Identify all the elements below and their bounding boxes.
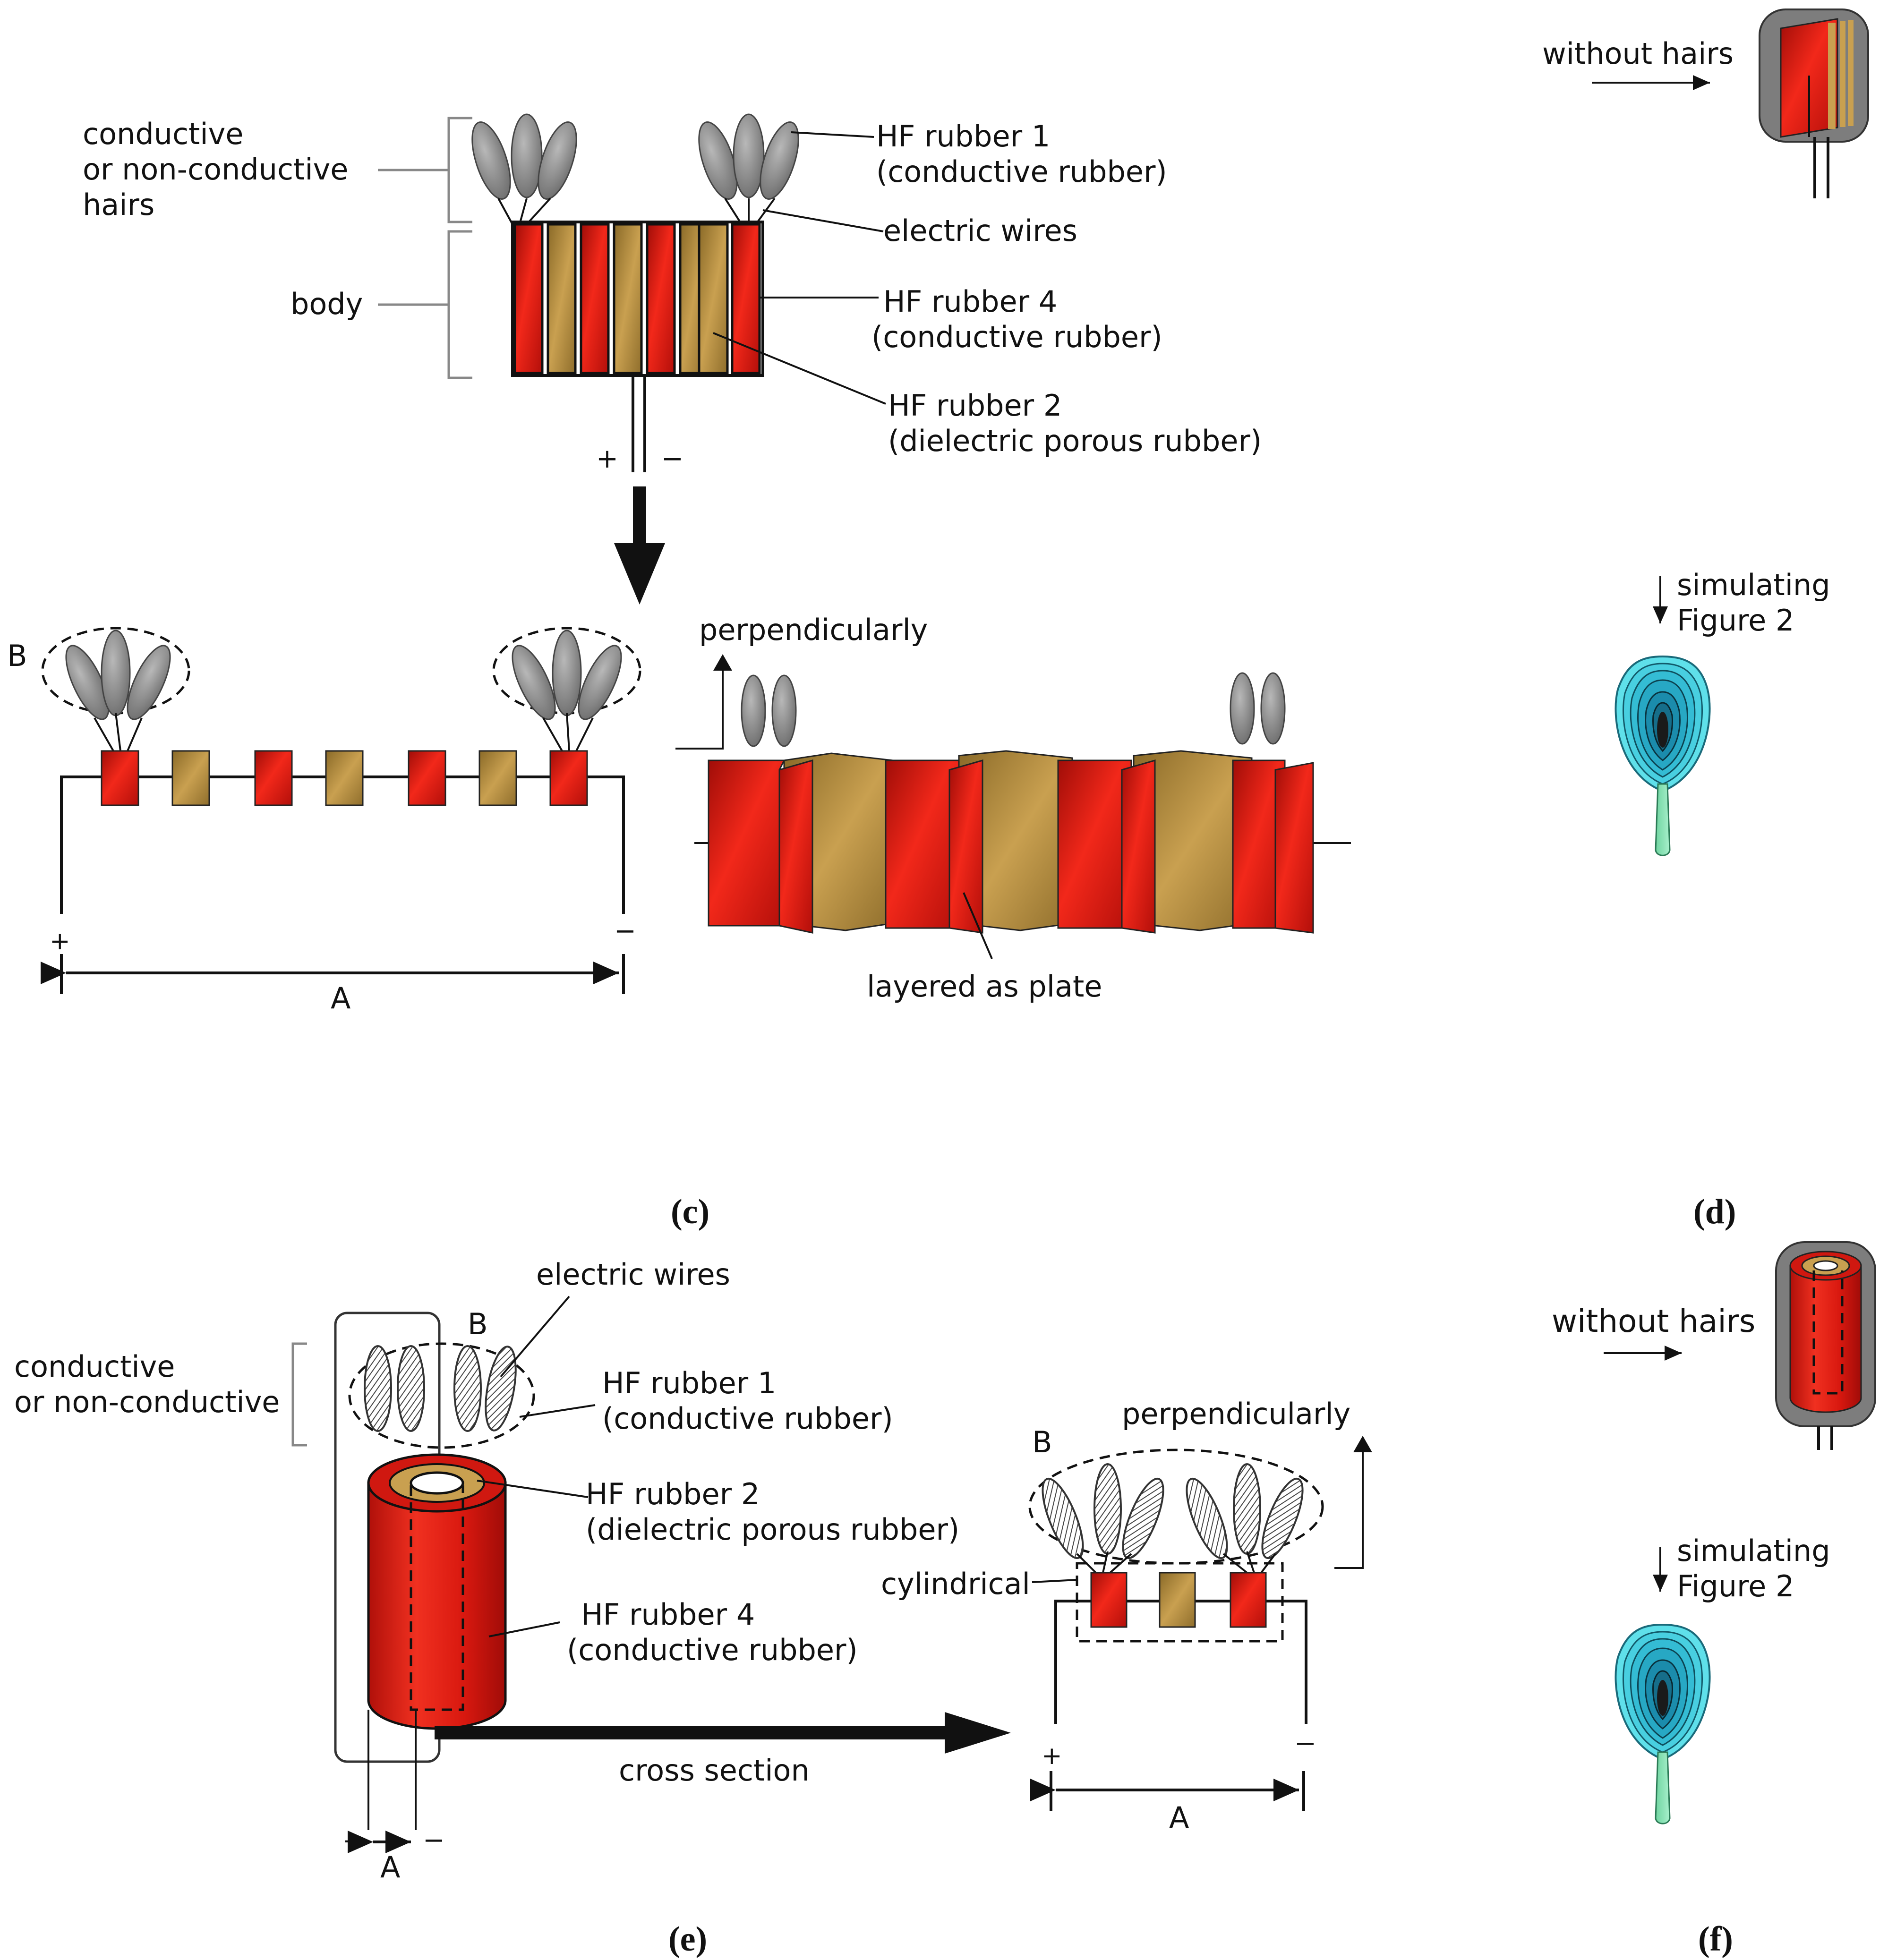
hair-group-B-e xyxy=(348,1342,535,1449)
panel-c: conductive or non-conductive hairs body xyxy=(7,113,1351,1231)
cylindrical-label: cylindrical xyxy=(881,1567,1030,1601)
simulation-contour-f xyxy=(1615,1623,1711,1824)
hair-cluster-left xyxy=(471,113,577,225)
plus-sign-top: + xyxy=(596,443,618,474)
B-label-c: B xyxy=(7,639,27,673)
simulating-label-d-line1: simulating xyxy=(1677,568,1830,602)
circuit-diagram-e: B perpendicularly cylindrical + − xyxy=(881,1397,1372,1835)
caption-d: (d) xyxy=(1693,1193,1736,1231)
minus-sign-top: − xyxy=(661,443,683,474)
layered-label: layered as plate xyxy=(867,969,1102,1004)
simulation-contour-d xyxy=(1615,655,1711,856)
hairs-label-line1: conductive xyxy=(83,117,243,151)
plus-sign-c: + xyxy=(50,927,70,955)
simulating-label-f-line1: simulating xyxy=(1677,1534,1830,1568)
wires-label-e: electric wires xyxy=(536,1257,730,1292)
hairs-label-line2: or non-conductive xyxy=(83,152,348,187)
minus-sign-c: − xyxy=(614,916,636,946)
B-label-e: B xyxy=(468,1307,488,1341)
hf4-label-e-line2: (conductive rubber) xyxy=(567,1633,858,1667)
A-label-e-left: A xyxy=(380,1850,400,1884)
down-arrow-icon xyxy=(614,486,665,605)
hf1-label-e-line1: HF rubber 1 xyxy=(602,1366,776,1400)
minus-sign-e-right: − xyxy=(1294,1728,1316,1759)
caption-f: (f) xyxy=(1698,1920,1733,1959)
plus-sign-e: + xyxy=(342,1827,363,1855)
A-label-c: A xyxy=(331,981,350,1015)
cross-section-arrow-icon xyxy=(435,1712,1011,1754)
hairs-label-e-line2: or non-conductive xyxy=(14,1385,280,1419)
hf2-label-e-line1: HF rubber 2 xyxy=(586,1477,760,1511)
hf2-label-e-line2: (dielectric porous rubber) xyxy=(586,1512,959,1547)
B-label-e-right: B xyxy=(1032,1425,1052,1459)
hf4-label-line2: (conductive rubber) xyxy=(871,320,1162,354)
hf4-label-line1: HF rubber 4 xyxy=(883,284,1057,319)
body-label: body xyxy=(290,287,363,321)
hair-cluster-right xyxy=(698,113,799,225)
plate-stack xyxy=(511,221,764,377)
without-hairs-label-d: without hairs xyxy=(1542,36,1734,71)
sensor-without-hairs-d xyxy=(1759,9,1869,198)
hf1-label-e-line2: (conductive rubber) xyxy=(602,1401,893,1436)
simulating-label-d-line2: Figure 2 xyxy=(1677,603,1794,638)
panel-f: without hairs simulating Figure 2 (f) xyxy=(1552,1241,1876,1959)
caption-e: (e) xyxy=(668,1920,707,1959)
layered-plates-3d: perpendicularly layered xyxy=(675,613,1351,1004)
hairs-label-e-line1: conductive xyxy=(14,1349,175,1384)
hf1-label-line2: (conductive rubber) xyxy=(876,154,1167,189)
perpendicularly-label-e: perpendicularly xyxy=(1122,1397,1350,1431)
sensor-without-hairs-f xyxy=(1775,1241,1876,1450)
hf2-label-line2: (dielectric porous rubber) xyxy=(888,424,1262,458)
body-brace xyxy=(447,230,472,379)
plus-sign-e-right: + xyxy=(1042,1742,1062,1770)
hf4-label-e-line1: HF rubber 4 xyxy=(581,1597,755,1632)
minus-sign-e: − xyxy=(423,1825,445,1856)
perpendicularly-label-c: perpendicularly xyxy=(699,613,928,647)
hairs-label-line3: hairs xyxy=(83,187,154,222)
hf1-label-line1: HF rubber 1 xyxy=(876,119,1050,153)
A-label-e-right: A xyxy=(1169,1800,1189,1835)
cylindrical-sensor xyxy=(367,1453,507,1830)
circuit-diagram-c: B + − A xyxy=(7,627,641,1015)
without-hairs-label-f: without hairs xyxy=(1552,1303,1755,1339)
wires-label: electric wires xyxy=(883,213,1077,248)
hf2-label-line1: HF rubber 2 xyxy=(888,388,1062,423)
panel-e: conductive or non-conductive B electric … xyxy=(14,1257,1372,1959)
panel-d: without hairs simulating Figure 2 (d) xyxy=(1542,9,1869,1231)
hairs-brace xyxy=(447,117,472,223)
simulating-label-f-line2: Figure 2 xyxy=(1677,1569,1794,1603)
caption-c: (c) xyxy=(671,1193,709,1231)
cross-section-label: cross section xyxy=(619,1753,810,1788)
